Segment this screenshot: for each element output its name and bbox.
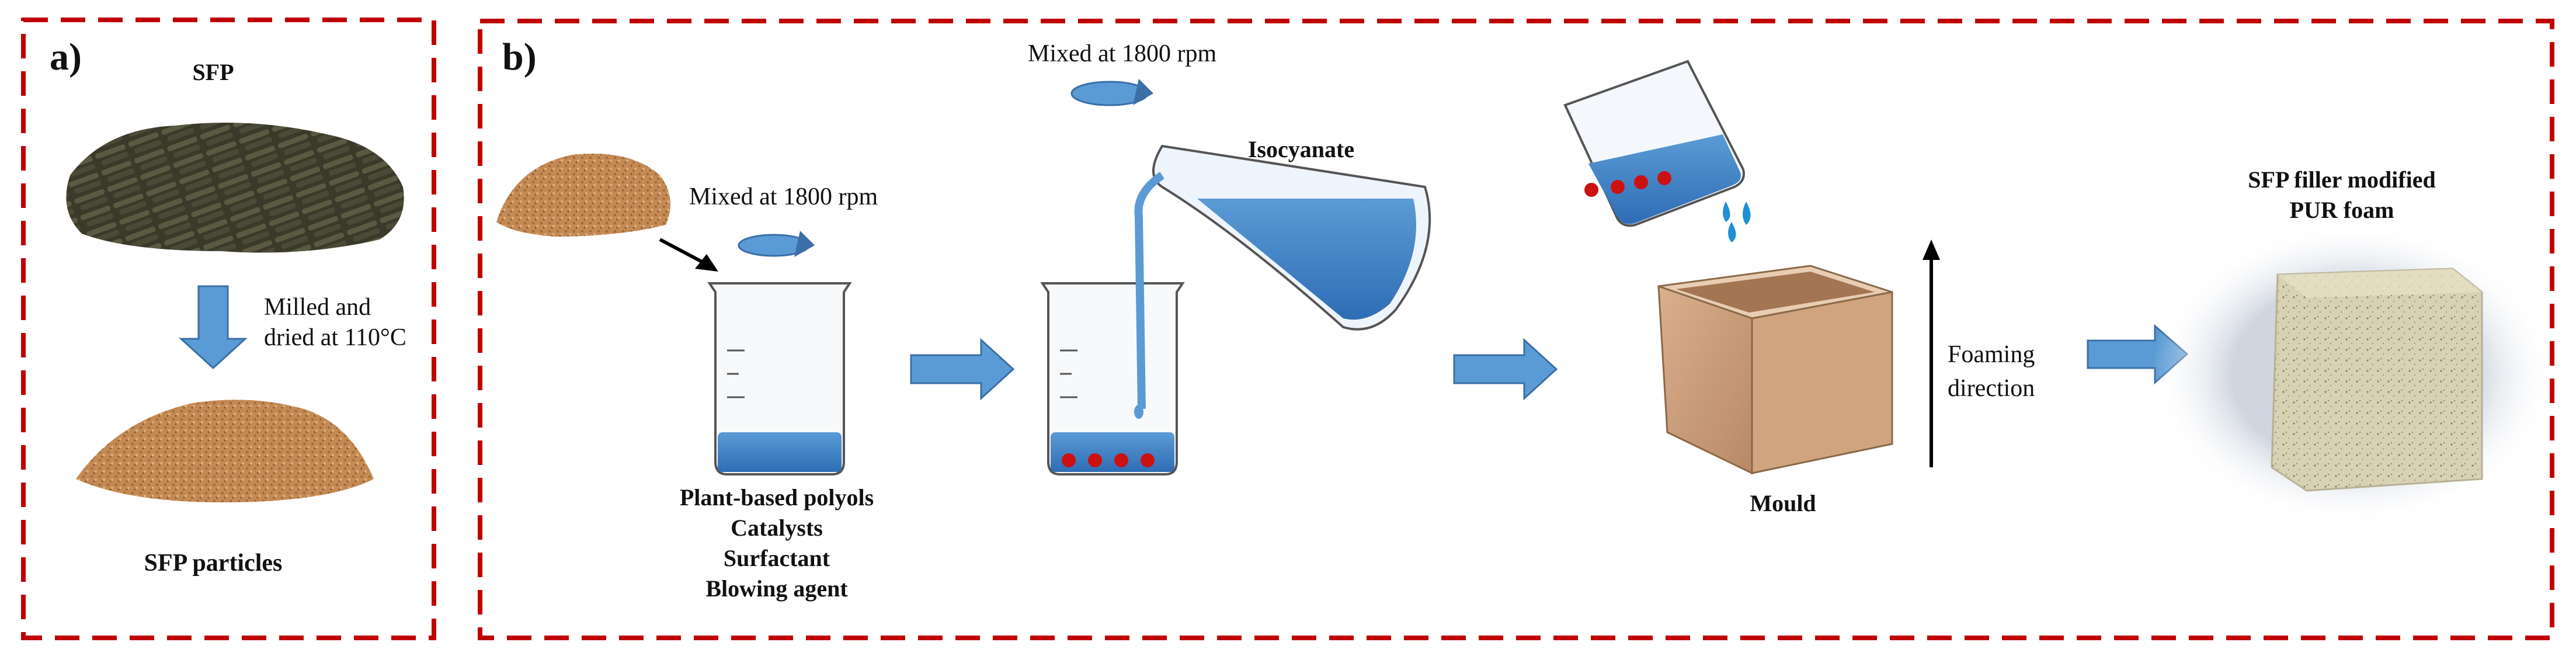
mould-box [1657, 265, 1893, 475]
panel-b-border [478, 19, 2554, 640]
rotation-arrow-icon [738, 231, 815, 257]
sfp-particles-label: SFP particles [144, 550, 283, 577]
mould-label: Mould [1750, 490, 1816, 516]
process-arrow-2 [1453, 338, 1558, 401]
sfp-particles-small-image [496, 154, 670, 237]
product-line-2: PUR foam [2289, 197, 2394, 223]
foaming-line-2: direction [1948, 375, 2035, 402]
ingredient-polyols: Plant-based polyols [679, 484, 874, 511]
foaming-line-1: Foaming [1948, 341, 2035, 368]
product-line-1: SFP filler modified [2248, 166, 2436, 193]
process-arrow-1 [910, 338, 1015, 401]
mix-label-1: Mixed at 1800 rpm [689, 183, 878, 210]
ingredient-surfactant: Surfactant [723, 545, 830, 571]
beaker-mixed [1040, 282, 1185, 475]
isocyanate-flask [1134, 144, 1431, 419]
isocyanate-label: Isocyanate [1247, 136, 1355, 162]
milling-step-line-2: dried at 110°C [264, 324, 406, 351]
product-label: SFP filler modified PUR foam [2248, 165, 2435, 225]
pouring-beaker [1563, 60, 1751, 242]
pointing-arrow-icon [659, 238, 718, 272]
ingredients-list: Plant-based polyols Catalysts Surfactant… [680, 483, 874, 604]
down-arrow-icon [179, 285, 248, 370]
foaming-direction-label: Foaming direction [1948, 338, 2035, 405]
panel-b-label: b) [502, 36, 537, 78]
sfp-particles-image [76, 400, 374, 502]
panel-a-label: a) [50, 36, 82, 78]
rotation-arrow-icon-2 [1070, 79, 1153, 106]
sfp-title: SFP [192, 59, 234, 85]
panel-a-border [21, 18, 436, 640]
sfp-pellets-image [66, 123, 404, 253]
ingredient-blowing-agent: Blowing agent [705, 575, 848, 602]
mix-label-2: Mixed at 1800 rpm [1028, 40, 1217, 67]
milling-step-line-1: Milled and [264, 294, 371, 321]
ingredient-catalysts: Catalysts [731, 515, 823, 541]
beaker-polyols [707, 282, 852, 475]
milling-step-text: Milled and dried at 110°C [264, 292, 406, 353]
foaming-direction-arrow [1923, 239, 1940, 467]
pur-foam-image [2152, 222, 2555, 526]
